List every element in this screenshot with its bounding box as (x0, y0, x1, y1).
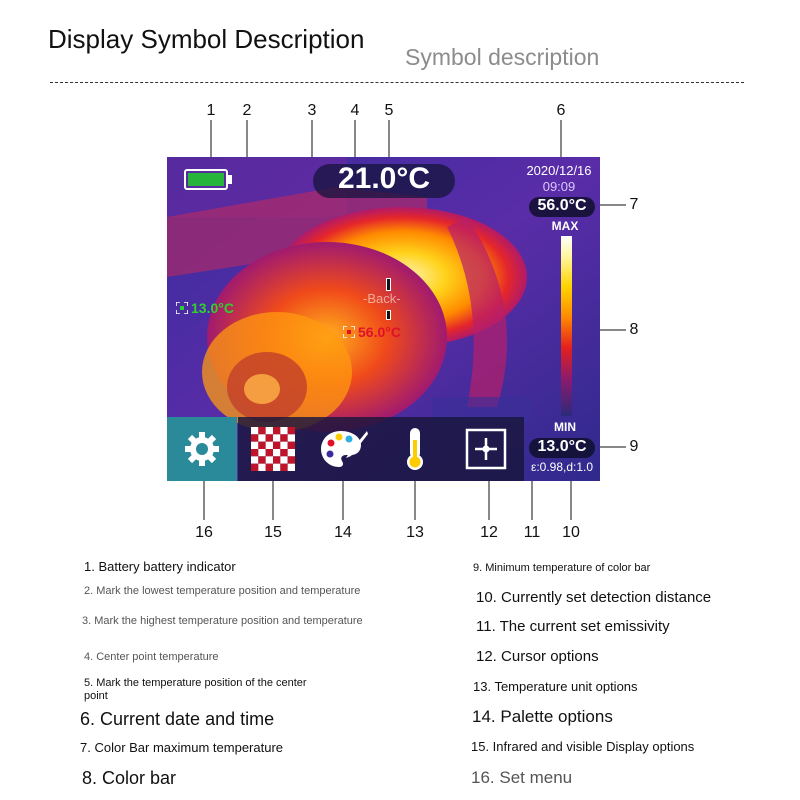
description-item-9: 9. Minimum temperature of color bar (473, 562, 651, 574)
color-bar (561, 236, 572, 416)
thermal-screen: 21.0°C 2020/12/16 09:09 56.0°C MAX MIN 1… (167, 157, 600, 481)
lowest-temp-marker-icon (176, 302, 188, 314)
center-crosshair-top (386, 278, 391, 291)
lowest-temperature-value: 13.0°C (191, 300, 234, 316)
callout-10: 10 (562, 524, 580, 541)
colorbar-min-temperature: 13.0°C (537, 438, 587, 455)
crosshair-icon (465, 428, 507, 470)
callout-8: 8 (629, 321, 639, 338)
highest-temperature-value: 56.0°C (358, 324, 401, 340)
highest-temp-marker-icon (343, 326, 355, 338)
center-crosshair-bottom (386, 310, 391, 320)
callout-5: 5 (384, 102, 394, 119)
callout-3: 3 (307, 102, 317, 119)
temperature-unit-button[interactable] (380, 417, 450, 481)
checkerboard-icon (251, 427, 295, 471)
center-point-temperature: 21.0°C (337, 162, 431, 195)
gear-icon (185, 432, 219, 466)
palette-button[interactable] (309, 417, 379, 481)
bottom-toolbar (167, 417, 600, 481)
description-item-1: 1. Battery battery indicator (84, 559, 236, 574)
callout-6: 6 (556, 102, 566, 119)
cursor-options-button[interactable] (451, 417, 521, 481)
callout-1: 1 (206, 102, 216, 119)
colorbar-max-temperature: 56.0°C (537, 197, 587, 214)
current-time: 09:09 (542, 179, 576, 194)
battery-indicator (184, 169, 228, 190)
callout-11: 11 (523, 524, 541, 541)
description-item-5: 5. Mark the temperature position of the … (84, 677, 307, 702)
thermal-image (167, 157, 600, 481)
battery-fill (188, 173, 224, 186)
callout-12: 12 (480, 524, 498, 541)
description-item-6: 6. Current date and time (80, 709, 275, 729)
description-item-11: 11. The current set emissivity (476, 618, 670, 635)
palette-icon (321, 431, 368, 467)
dashed-divider (50, 82, 744, 83)
callout-16: 16 (195, 524, 213, 541)
description-item-2: 2. Mark the lowest temperature position … (84, 585, 361, 597)
battery-tip (228, 175, 232, 184)
callout-4: 4 (350, 102, 360, 119)
description-item-14: 14. Palette options (472, 707, 613, 726)
thermometer-icon (407, 428, 423, 470)
description-item-10: 10. Currently set detection distance (476, 589, 712, 606)
description-item-3: 3. Mark the highest temperature position… (82, 615, 363, 627)
min-label: MIN (554, 420, 576, 434)
description-item-12: 12. Cursor options (476, 648, 599, 665)
callout-7: 7 (629, 196, 639, 213)
description-item-13: 13. Temperature unit options (473, 679, 638, 694)
description-item-16: 16. Set menu (471, 768, 573, 787)
settings-menu-button[interactable] (167, 417, 237, 481)
callout-2: 2 (242, 102, 252, 119)
max-temp-pill (529, 197, 595, 217)
callout-15: 15 (264, 524, 282, 541)
min-temp-pill (529, 438, 595, 458)
description-item-4: 4. Center point temperature (84, 651, 219, 663)
current-date: 2020/12/16 (526, 163, 592, 178)
center-temp-pill (313, 164, 455, 198)
description-item-15: 15. Infrared and visible Display options (471, 739, 695, 754)
callout-13: 13 (406, 524, 424, 541)
display-mode-button[interactable] (238, 417, 308, 481)
page-title: Display Symbol Description (48, 24, 365, 54)
max-label: MAX (551, 219, 579, 233)
emissivity-distance-readout: ε:0.98,d:1.0 (530, 460, 594, 474)
callout-14: 14 (334, 524, 352, 541)
description-item-8: 8. Color bar (82, 768, 177, 788)
description-item-7: 7. Color Bar maximum temperature (80, 740, 284, 755)
back-watermark: -Back- (363, 291, 401, 306)
callout-9: 9 (629, 438, 639, 455)
page-subtitle: Symbol description (405, 44, 600, 70)
